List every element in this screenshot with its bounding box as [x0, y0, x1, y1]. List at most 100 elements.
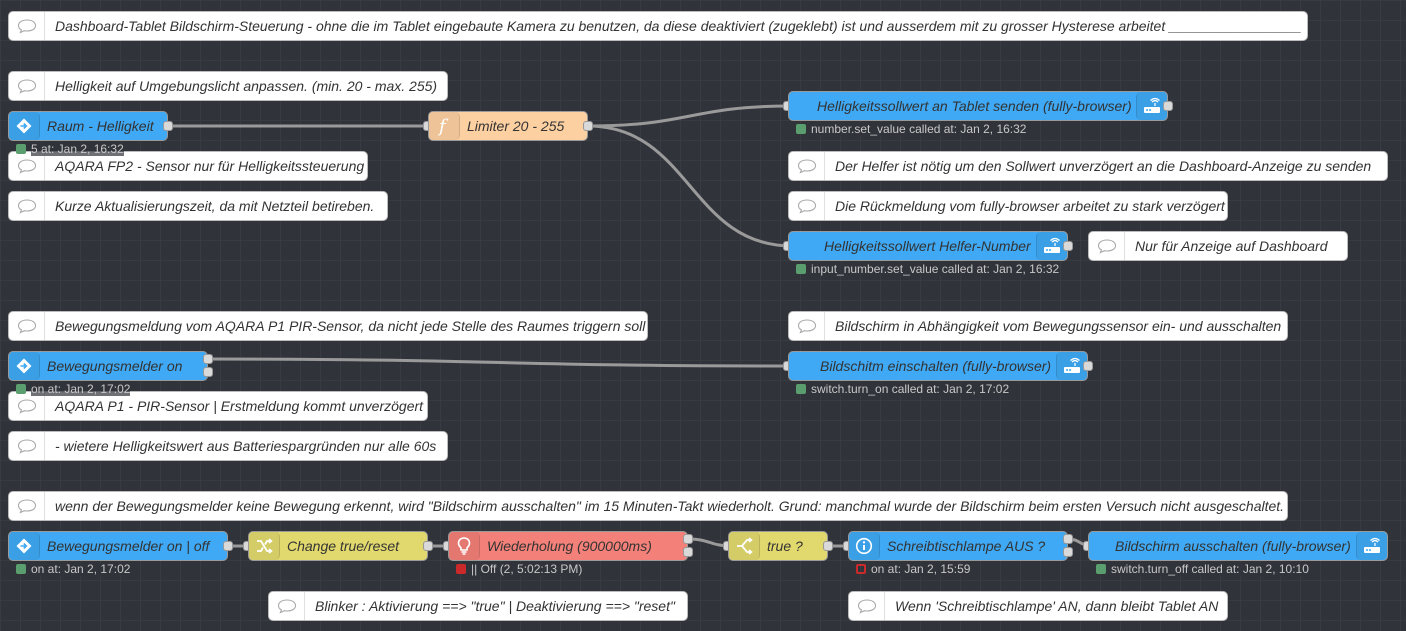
- node-status: switch.turn_on called at: Jan 2, 17:02: [796, 382, 1010, 396]
- comment-icon: [789, 152, 825, 180]
- node-status: input_number.set_value called at: Jan 2,…: [796, 262, 1060, 276]
- ha-state-icon: [9, 532, 40, 560]
- comment-text: - wietere Helligkeitswert aus Batteriesp…: [55, 438, 437, 454]
- comment-c9[interactable]: Bildschirm in Abhängigkeit vom Bewegungs…: [788, 311, 1288, 341]
- node-label: Schreibtischlampe AUS ?: [887, 538, 1046, 554]
- status-dot: [1096, 564, 1106, 574]
- node-label: Helligkeitssollwert Helfer-Number: [824, 238, 1031, 254]
- ha-service-icon: [1056, 352, 1087, 380]
- comment-icon: [789, 312, 825, 340]
- comment-c5[interactable]: Der Helfer ist nötig um den Sollwert unv…: [788, 151, 1388, 181]
- node-helligkeit-tablet[interactable]: Helligkeitssollwert an Tablet senden (fu…: [788, 91, 1168, 121]
- comment-c4[interactable]: Kurze Aktualisierungszeit, da mit Netzte…: [8, 191, 388, 221]
- comment-c2[interactable]: Helligkeit auf Umgebungslicht anpassen. …: [8, 71, 448, 101]
- comment-text: Bildschirm in Abhängigkeit vom Bewegungs…: [835, 318, 1282, 334]
- status-text: input_number.set_value called at: Jan 2,…: [811, 262, 1060, 276]
- ha-state-icon: [9, 112, 40, 140]
- node-status: on at: Jan 2, 15:59: [856, 562, 971, 576]
- comment-text: wenn der Bewegungsmelder keine Bewegung …: [55, 498, 1285, 514]
- node-label: Raum - Helligkeit: [47, 118, 154, 134]
- comment-icon: [789, 192, 825, 220]
- comment-c11[interactable]: - wietere Helligkeitswert aus Batteriesp…: [8, 431, 448, 461]
- status-dot: [796, 124, 806, 134]
- comment-text: Wenn 'Schreibtischlampe' AN, dann bleibt…: [895, 598, 1219, 614]
- node-raum-helligkeit[interactable]: Raum - Helligkeit: [8, 111, 168, 141]
- node-change[interactable]: Change true/reset: [248, 531, 428, 561]
- status-dot: [796, 264, 806, 274]
- node-limiter[interactable]: f Limiter 20 - 255: [428, 111, 588, 141]
- node-helligkeit-helfer[interactable]: Helligkeitssollwert Helfer-Number: [788, 231, 1068, 261]
- comment-icon: [9, 432, 45, 460]
- status-dot: [456, 564, 466, 574]
- output-port-2[interactable]: [203, 367, 213, 377]
- comment-c1[interactable]: Dashboard-Tablet Bildschirm-Steuerung - …: [8, 11, 1308, 41]
- change-icon: [249, 532, 280, 560]
- node-schreibtischlampe[interactable]: Schreibtischlampe AUS ?: [848, 531, 1068, 561]
- status-dot: [856, 564, 866, 574]
- node-status: switch.turn_off called at: Jan 2, 10:10: [1096, 562, 1309, 576]
- bulb-icon: [449, 532, 480, 560]
- status-text: on at: Jan 2, 17:02: [31, 382, 131, 396]
- comment-icon: [9, 492, 45, 520]
- ha-service-icon: [1136, 92, 1167, 120]
- svg-text:f: f: [437, 116, 449, 136]
- node-bewegungsmelder-on[interactable]: Bewegungsmelder on: [8, 351, 208, 381]
- comment-text: Der Helfer ist nötig um den Sollwert unv…: [835, 158, 1372, 174]
- switch-icon: [729, 532, 760, 560]
- output-port[interactable]: [223, 541, 233, 551]
- comment-c12[interactable]: wenn der Bewegungsmelder keine Bewegung …: [8, 491, 1288, 521]
- ha-service-icon: [1356, 532, 1387, 560]
- function-icon: f: [429, 112, 460, 140]
- comment-c13[interactable]: Blinker : Aktivierung ==> "true" | Deakt…: [268, 591, 688, 621]
- wire-limiter-helfer[interactable]: [587, 124, 793, 248]
- comment-text: Bewegungsmeldung vom AQARA P1 PIR-Sensor…: [55, 318, 646, 334]
- node-label: Wiederholung (900000ms): [487, 538, 652, 554]
- comment-c6[interactable]: Die Rückmeldung vom fully-browser arbeit…: [788, 191, 1228, 221]
- comment-c3[interactable]: AQARA FP2 - Sensor nur für Helligkeitsst…: [8, 151, 368, 181]
- output-port-1[interactable]: [203, 354, 213, 364]
- output-port[interactable]: [163, 121, 173, 131]
- comment-text: Dashboard-Tablet Bildschirm-Steuerung - …: [55, 18, 1302, 34]
- output-port[interactable]: [1163, 101, 1173, 111]
- node-switch-true[interactable]: true ?: [728, 531, 828, 561]
- wire-limiter-tablet[interactable]: [587, 104, 793, 128]
- node-status: number.set_value called at: Jan 2, 16:32: [796, 122, 1027, 136]
- output-port-2[interactable]: [1063, 547, 1073, 557]
- comment-icon: [9, 192, 45, 220]
- comment-icon: [9, 152, 45, 180]
- node-bildschirm-ausschalten[interactable]: Bildschirm ausschalten (fully-browser): [1088, 531, 1388, 561]
- comment-c10[interactable]: AQARA P1 - PIR-Sensor | Erstmeldung komm…: [8, 391, 428, 421]
- comment-text: Die Rückmeldung vom fully-browser arbeit…: [835, 198, 1225, 214]
- output-port-1[interactable]: [683, 534, 693, 544]
- node-status: on at: Jan 2, 17:02: [16, 382, 131, 396]
- ha-state-icon: [9, 352, 40, 380]
- node-label: Helligkeitssollwert an Tablet senden (fu…: [817, 98, 1132, 114]
- output-port[interactable]: [423, 541, 433, 551]
- comment-c14[interactable]: Wenn 'Schreibtischlampe' AN, dann bleibt…: [848, 591, 1228, 621]
- status-text: switch.turn_off called at: Jan 2, 10:10: [1111, 562, 1309, 576]
- output-port[interactable]: [583, 121, 593, 131]
- comment-c7[interactable]: Nur für Anzeige auf Dashboard: [1088, 231, 1348, 261]
- output-port-2[interactable]: [683, 547, 693, 557]
- status-text: switch.turn_on called at: Jan 2, 17:02: [811, 382, 1010, 396]
- comment-icon: [1089, 232, 1125, 260]
- comment-text: Kurze Aktualisierungszeit, da mit Netzte…: [55, 198, 375, 214]
- output-port-1[interactable]: [1063, 534, 1073, 544]
- status-dot: [16, 384, 26, 394]
- ha-service-icon: [1036, 232, 1067, 260]
- status-text: || Off (2, 5:02:13 PM): [471, 562, 583, 576]
- wire-bewon-bildein[interactable]: [207, 357, 793, 368]
- node-status: on at: Jan 2, 17:02: [16, 562, 131, 576]
- comment-icon: [9, 72, 45, 100]
- node-wiederholung[interactable]: Wiederholung (900000ms): [448, 531, 688, 561]
- output-port[interactable]: [1083, 361, 1093, 371]
- comment-text: Helligkeit auf Umgebungslicht anpassen. …: [55, 78, 438, 94]
- comment-icon: [849, 592, 885, 620]
- output-port[interactable]: [1063, 241, 1073, 251]
- node-bildschirm-einschalten[interactable]: Bildschitm einschalten (fully-browser): [788, 351, 1088, 381]
- info-icon: [849, 532, 880, 560]
- node-bewegungsmelder-onoff[interactable]: Bewegungsmelder on | off: [8, 531, 228, 561]
- comment-c8[interactable]: Bewegungsmeldung vom AQARA P1 PIR-Sensor…: [8, 311, 648, 341]
- output-port[interactable]: [823, 541, 833, 551]
